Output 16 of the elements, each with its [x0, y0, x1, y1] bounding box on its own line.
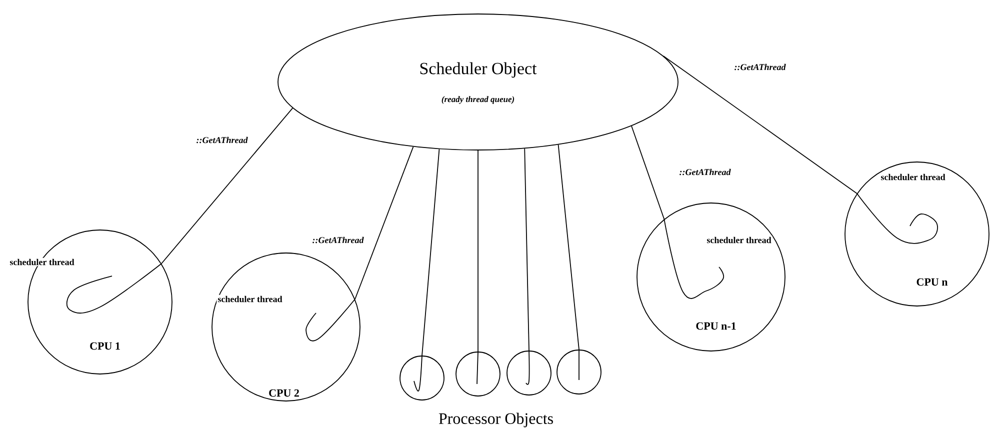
- connector-line: [631, 126, 665, 220]
- edge-label: ::GetAThread: [734, 64, 786, 70]
- processor-circle: [556, 350, 602, 394]
- connector-line: [558, 144, 580, 350]
- processor-circle: [506, 350, 552, 396]
- edge-label: ::GetAThread: [312, 236, 364, 244]
- edge-label: ::GetAThread: [680, 168, 731, 176]
- connector-line: [662, 56, 858, 194]
- connector-line: [524, 148, 530, 351]
- edge-label: ::GetAThread: [196, 136, 248, 144]
- connector-line: [161, 108, 294, 264]
- connector-line: [422, 148, 440, 356]
- processor-circle: [456, 352, 500, 396]
- caption-text: Processor Objects: [438, 412, 553, 428]
- processor-circle: [400, 356, 444, 400]
- connector-line: [354, 146, 414, 300]
